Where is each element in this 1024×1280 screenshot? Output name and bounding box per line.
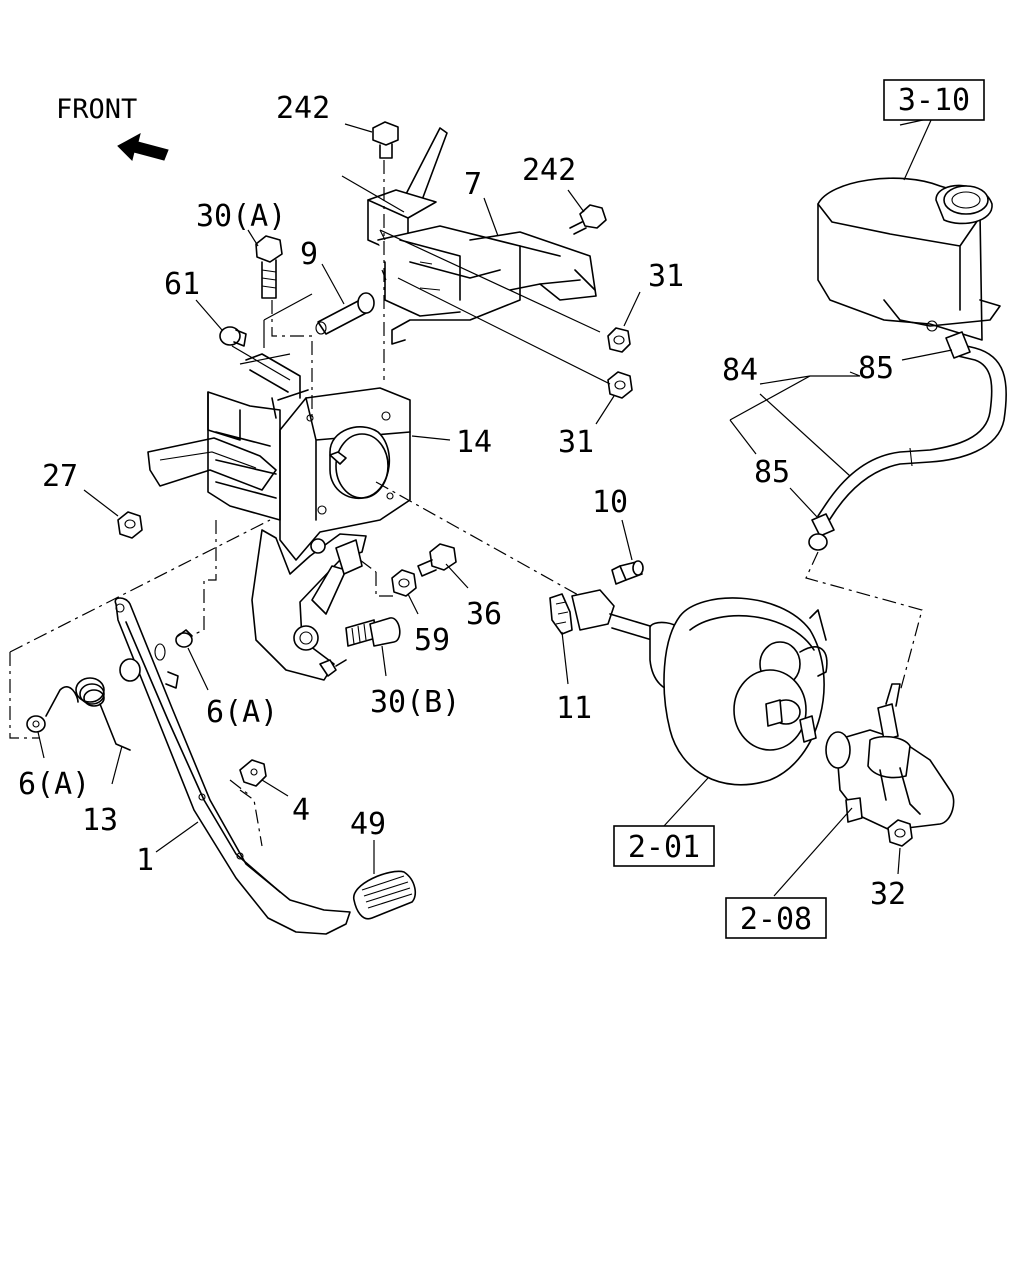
lower-link xyxy=(251,529,367,681)
callout-85-lower: 85 xyxy=(754,455,790,490)
pin-9 xyxy=(315,292,375,335)
callout-27: 27 xyxy=(42,459,78,494)
bolt-242-right xyxy=(569,204,607,235)
bushing-6a-left xyxy=(26,715,46,733)
pedal-arm-1 xyxy=(114,597,351,935)
callout-85-upper: 85 xyxy=(858,351,894,386)
callout-1: 1 xyxy=(136,843,154,878)
phantom-lines xyxy=(9,160,923,847)
return-spring-13 xyxy=(45,677,131,751)
ref-box-2-08[interactable]: 2-08 xyxy=(725,897,827,939)
callout-7: 7 xyxy=(464,167,482,202)
callout-31-upper: 31 xyxy=(648,259,684,294)
nut-31-upper xyxy=(607,327,631,353)
bolt-36 xyxy=(417,543,457,577)
callout-49: 49 xyxy=(350,807,386,842)
callout-59: 59 xyxy=(414,623,450,658)
pedal-bracket-14 xyxy=(147,353,411,561)
nut-32 xyxy=(887,819,913,847)
switch-10 xyxy=(611,560,644,585)
callout-13: 13 xyxy=(82,803,118,838)
ref-box-3-10-label: 3-10 xyxy=(898,83,970,118)
nut-59 xyxy=(391,569,417,597)
upper-bracket xyxy=(367,127,597,345)
front-arrow-icon xyxy=(117,133,169,161)
callout-9: 9 xyxy=(300,237,318,272)
front-indicator: FRONT xyxy=(56,94,169,161)
callout-242-top: 242 xyxy=(276,91,330,126)
clip-11 xyxy=(549,593,573,635)
callout-10: 10 xyxy=(592,485,628,520)
callout-61: 61 xyxy=(164,267,200,302)
bolt-30b xyxy=(345,617,401,647)
callout-30a: 30(A) xyxy=(196,199,286,234)
callout-30b: 30(B) xyxy=(370,685,460,720)
bolt-242-top xyxy=(372,121,399,159)
callout-31-lower: 31 xyxy=(558,425,594,460)
callout-36: 36 xyxy=(466,597,502,632)
bushing-61 xyxy=(219,326,247,347)
clip-4 xyxy=(239,759,267,787)
master-cylinder xyxy=(825,683,955,831)
fluid-reservoir xyxy=(817,177,1001,341)
front-label: FRONT xyxy=(56,94,137,125)
brake-booster xyxy=(571,589,828,786)
callout-6a-left: 6(A) xyxy=(18,767,90,802)
bolt-30a xyxy=(255,235,283,299)
nut-31-lower xyxy=(607,371,633,399)
callout-11: 11 xyxy=(556,691,592,726)
callout-6a-mid: 6(A) xyxy=(206,695,278,730)
bushing-6a-mid xyxy=(175,629,193,648)
hose-84 xyxy=(808,331,1007,551)
ref-box-2-01[interactable]: 2-01 xyxy=(613,825,715,867)
callout-32: 32 xyxy=(870,877,906,912)
ref-box-2-08-label: 2-08 xyxy=(740,902,812,937)
pedal-pad-49 xyxy=(353,870,417,920)
callout-14: 14 xyxy=(456,425,492,460)
callout-84: 84 xyxy=(722,353,758,388)
ref-box-3-10[interactable]: 3-10 xyxy=(883,79,985,121)
callout-labels: 242 242 7 30(A) 9 61 31 31 14 27 10 36 5… xyxy=(18,91,906,912)
nut-27 xyxy=(117,511,143,539)
ref-box-2-01-label: 2-01 xyxy=(628,830,700,865)
leader-lines xyxy=(37,117,953,897)
callout-4: 4 xyxy=(292,793,310,828)
callout-242-right: 242 xyxy=(522,153,576,188)
